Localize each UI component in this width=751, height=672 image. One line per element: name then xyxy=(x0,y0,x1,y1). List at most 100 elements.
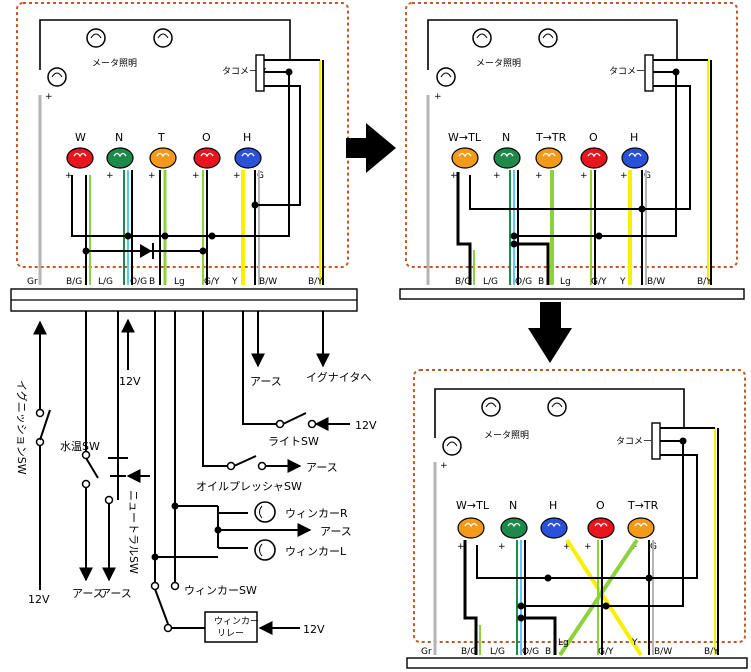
svg-text:B: B xyxy=(149,277,155,287)
connector-bar-2 xyxy=(399,288,745,300)
svg-text:Lg: Lg xyxy=(558,638,569,648)
svg-text:L/G: L/G xyxy=(98,277,113,287)
svg-text:Y: Y xyxy=(231,277,238,287)
svg-text:+: + xyxy=(233,171,241,181)
svg-text:ウィンカー: ウィンカー xyxy=(214,616,259,627)
indicator-lamp-tr: T→TR xyxy=(627,499,659,539)
svg-text:Gr: Gr xyxy=(421,647,432,657)
svg-text:12V: 12V xyxy=(303,623,325,636)
winker-r-label: ウィンカーR xyxy=(285,507,348,520)
svg-text:N: N xyxy=(115,131,123,144)
svg-text:H: H xyxy=(243,131,251,144)
plus-mark: + xyxy=(45,92,53,102)
svg-text:B/Y: B/Y xyxy=(308,277,323,287)
svg-text:+: + xyxy=(148,171,156,181)
indicator-lamp-n: N xyxy=(106,131,134,169)
meter-light-bulb-icon xyxy=(86,28,106,48)
indicator-lamp-o: O xyxy=(587,499,615,539)
indicator-lamp-tl: W→TL xyxy=(456,499,490,539)
indicator-lamp-h: H xyxy=(621,131,649,169)
to-igniter-label: イグナイタへ xyxy=(306,370,371,384)
diagram-modified-1: メータ照明 タコメータ + W→TL N T→TR O H + xyxy=(399,2,745,300)
svg-text:+: + xyxy=(535,171,543,181)
svg-text:G/Y: G/Y xyxy=(204,277,220,287)
meter-light-bulb-icon xyxy=(547,397,567,417)
svg-text:O/G: O/G xyxy=(130,277,147,287)
tachometer-label: タコメータ xyxy=(222,66,267,77)
diode-icon xyxy=(140,243,154,259)
indicator-lamp-n: N xyxy=(493,131,521,169)
light-sw-label: ライトSW xyxy=(268,435,319,448)
meter-frame-3 xyxy=(413,369,746,643)
meter-light-bulb-icon xyxy=(47,67,67,87)
svg-text:G/Y: G/Y xyxy=(591,277,607,287)
oil-pressure-sw-label: オイルプレッシャSW xyxy=(196,480,302,493)
svg-text:+: + xyxy=(493,171,501,181)
svg-text:N: N xyxy=(502,131,510,144)
diagram-original: メータ照明 タコメータ + W N T O H + xyxy=(10,2,358,312)
svg-text:アース: アース xyxy=(100,587,132,600)
svg-text:+: + xyxy=(584,542,592,552)
svg-text:+: + xyxy=(580,171,588,181)
svg-text:B/G: B/G xyxy=(455,277,471,287)
winker-l-bulb-icon xyxy=(254,539,276,561)
svg-text:O: O xyxy=(202,131,211,144)
indicator-lamp-n: N xyxy=(500,499,528,539)
svg-text:N: N xyxy=(509,499,517,512)
svg-text:リレー: リレー xyxy=(217,629,244,639)
svg-text:B: B xyxy=(545,647,551,657)
svg-text:Lg: Lg xyxy=(560,277,571,287)
connector-bar-3 xyxy=(406,657,748,669)
svg-text:+: + xyxy=(106,171,114,181)
meter-light-label: メータ照明 xyxy=(92,58,137,69)
winker-sw-label: ウィンカーSW xyxy=(184,584,257,597)
svg-text:アース: アース xyxy=(72,587,104,600)
svg-text:Y: Y xyxy=(631,638,638,648)
svg-text:L/G: L/G xyxy=(490,647,505,657)
svg-text:アース: アース xyxy=(320,525,352,538)
svg-text:B: B xyxy=(538,277,544,287)
svg-text:B/G: B/G xyxy=(461,647,477,657)
arrow-right-icon xyxy=(346,123,396,173)
water-temp-sw-label: 水温SW xyxy=(60,440,100,453)
svg-text:Gr: Gr xyxy=(27,277,38,287)
svg-text:B/W: B/W xyxy=(647,277,665,287)
svg-text:B/W: B/W xyxy=(259,277,277,287)
svg-text:B/Y: B/Y xyxy=(704,647,719,657)
indicator-lamp-w: W xyxy=(66,131,94,169)
svg-text:B/W: B/W xyxy=(654,647,672,657)
svg-text:G: G xyxy=(644,171,651,181)
meter-light-bulb-icon xyxy=(436,67,456,87)
external-harness: イグニッションSW 12V 水温SW アース 12V ニュートラルSW アース xyxy=(15,311,377,643)
svg-text:T→TR: T→TR xyxy=(627,499,659,512)
svg-text:W→TL: W→TL xyxy=(448,131,482,144)
svg-text:H: H xyxy=(549,499,557,512)
svg-text:アース: アース xyxy=(306,461,338,474)
svg-text:タコメータ: タコメータ xyxy=(616,436,661,447)
svg-text:Lg: Lg xyxy=(174,277,185,287)
meter-light-bulb-icon xyxy=(538,28,558,48)
indicator-lamp-tl: W→TL xyxy=(448,131,482,169)
winker-l-label: ウィンカーL xyxy=(285,545,347,558)
svg-text:+: + xyxy=(434,92,442,102)
meter-light-bulb-icon xyxy=(481,397,501,417)
svg-text:メータ照明: メータ照明 xyxy=(484,430,529,441)
svg-text:+: + xyxy=(192,171,200,181)
meter-light-bulb-icon xyxy=(472,28,492,48)
tachometer-connector xyxy=(255,54,265,92)
svg-text:タコメータ: タコメータ xyxy=(609,66,654,77)
svg-text:B/G: B/G xyxy=(66,277,82,287)
svg-text:アース: アース xyxy=(250,375,282,388)
meter-light-bulb-icon xyxy=(442,436,462,456)
svg-text:Y: Y xyxy=(619,277,626,287)
svg-text:T: T xyxy=(157,131,165,144)
indicator-lamp-tr: T→TR xyxy=(535,131,567,169)
indicator-lamp-h: H xyxy=(540,499,568,539)
svg-text:12V: 12V xyxy=(355,419,377,432)
svg-text:+: + xyxy=(457,542,465,552)
svg-text:O: O xyxy=(596,499,605,512)
svg-text:T→TR: T→TR xyxy=(535,131,567,144)
winker-r-bulb-icon xyxy=(254,501,276,523)
svg-text:O/G: O/G xyxy=(522,647,539,657)
